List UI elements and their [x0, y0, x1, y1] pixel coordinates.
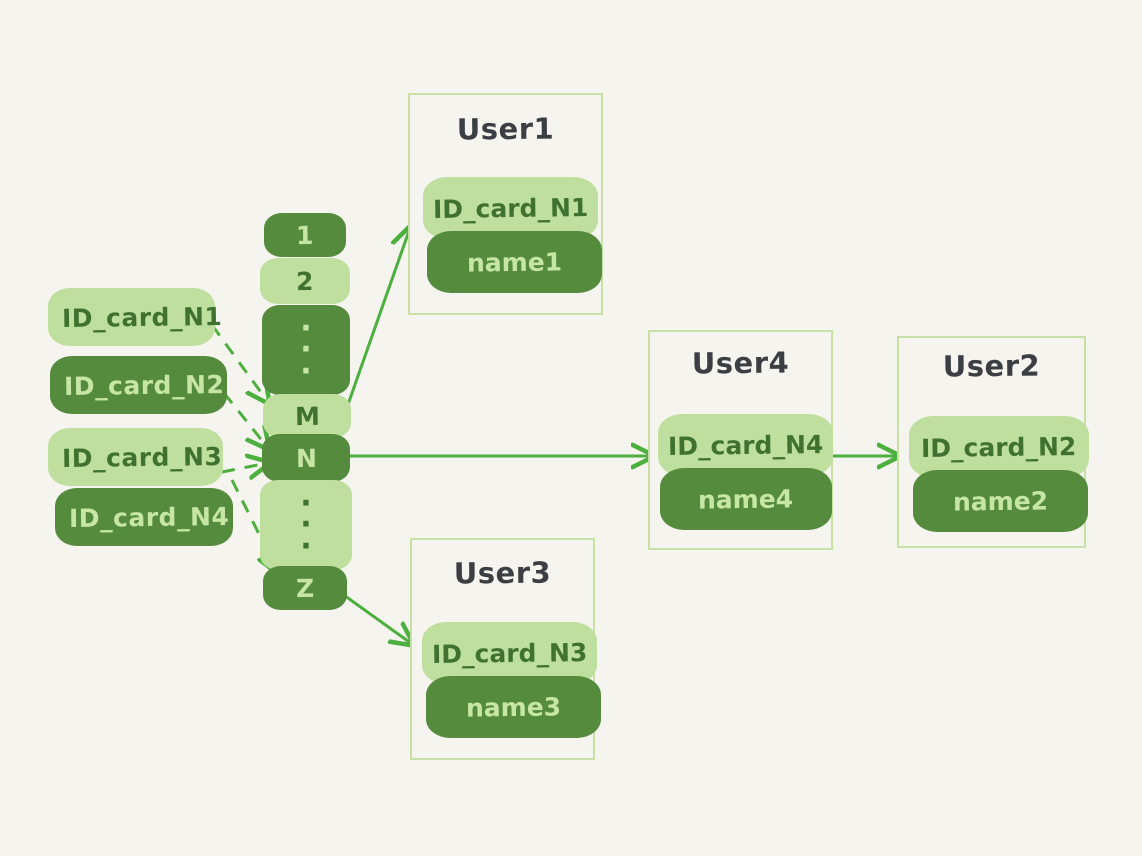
hash-bucket-n[interactable]: N [262, 434, 350, 482]
user2-name[interactable]: name2 [913, 470, 1088, 532]
user1-box[interactable]: User1 ID_card_N1 name1 [408, 93, 603, 315]
vertical-ellipsis-icon: ··· [300, 485, 312, 564]
hash-bucket-2-label: 2 [296, 266, 314, 296]
user4-name-label: name4 [698, 483, 794, 515]
user3-id-card-label: ID_card_N3 [431, 637, 588, 669]
id-card-key-2[interactable]: ID_card_N2 [50, 356, 227, 414]
user2-id-card-label: ID_card_N2 [921, 431, 1077, 463]
user4-id-card[interactable]: ID_card_N4 [658, 414, 833, 476]
hash-bucket-z-label: Z [295, 573, 315, 603]
hash-bucket-ellipsis-lower: ··· [260, 480, 352, 570]
user1-id-card-label: ID_card_N1 [432, 192, 589, 224]
id-card-key-3-label: ID_card_N3 [61, 441, 223, 473]
user1-name[interactable]: name1 [427, 231, 602, 293]
id-card-key-1-label: ID_card_N1 [61, 301, 223, 333]
user4-name[interactable]: name4 [660, 468, 832, 530]
user1-name-label: name1 [466, 246, 563, 278]
id-card-key-3[interactable]: ID_card_N3 [48, 428, 223, 486]
id-card-key-2-label: ID_card_N2 [63, 369, 225, 401]
hash-bucket-n-label: N [295, 443, 317, 473]
hash-bucket-2[interactable]: 2 [260, 258, 350, 304]
edge-bucketM-to-user1 [343, 228, 410, 414]
hash-bucket-1-label: 1 [296, 220, 314, 250]
hash-bucket-1[interactable]: 1 [264, 213, 346, 257]
user3-name-label: name3 [465, 691, 562, 723]
user2-name-label: name2 [952, 485, 1049, 517]
user4-title: User4 [691, 345, 790, 381]
vertical-ellipsis-icon: ··· [300, 310, 312, 389]
id-card-key-4[interactable]: ID_card_N4 [55, 488, 233, 546]
user3-name[interactable]: name3 [426, 676, 601, 738]
hash-bucket-m[interactable]: M [263, 394, 351, 438]
edge-idcard2-to-bucketN [222, 392, 268, 448]
user3-title: User3 [453, 555, 552, 591]
user3-box[interactable]: User3 ID_card_N3 name3 [410, 538, 601, 760]
user2-title: User2 [942, 348, 1041, 384]
hash-bucket-m-label: M [294, 401, 320, 431]
user3-id-card[interactable]: ID_card_N3 [422, 622, 597, 684]
hash-bucket-ellipsis-upper: ··· [262, 305, 350, 395]
hash-bucket-z[interactable]: Z [263, 566, 347, 610]
user4-id-card-label: ID_card_N4 [667, 429, 824, 461]
user1-title: User1 [456, 111, 555, 147]
user4-box[interactable]: User4 ID_card_N4 name4 [648, 330, 833, 550]
id-card-key-4-label: ID_card_N4 [68, 501, 230, 533]
user2-box[interactable]: User2 ID_card_N2 name2 [897, 336, 1089, 548]
user2-id-card[interactable]: ID_card_N2 [909, 416, 1089, 478]
id-card-key-1[interactable]: ID_card_N1 [48, 288, 222, 346]
user1-id-card[interactable]: ID_card_N1 [423, 177, 598, 239]
